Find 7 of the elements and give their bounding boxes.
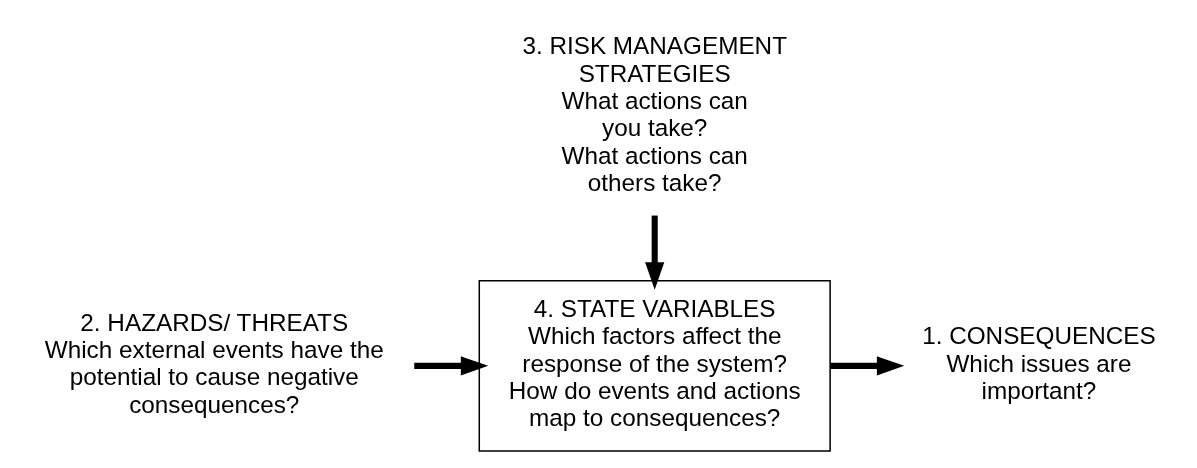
node-box: 4. STATE VARIABLES Which factors affect the response of the system? How do events and actions map to consequences?	[478, 279, 831, 452]
node-text: 2. HAZARDS/ THREATS Which external events have the potential to cause negative consequences?	[44, 308, 384, 418]
arrow	[414, 355, 489, 375]
node-text: 1. CONSEQUENCES Which issues are important?	[922, 321, 1156, 404]
arrow	[830, 355, 905, 375]
arrow	[645, 215, 665, 290]
node-text: 3. RISK MANAGEMENT STRATEGIES What actions can you take? What actions can others take?	[522, 31, 787, 196]
